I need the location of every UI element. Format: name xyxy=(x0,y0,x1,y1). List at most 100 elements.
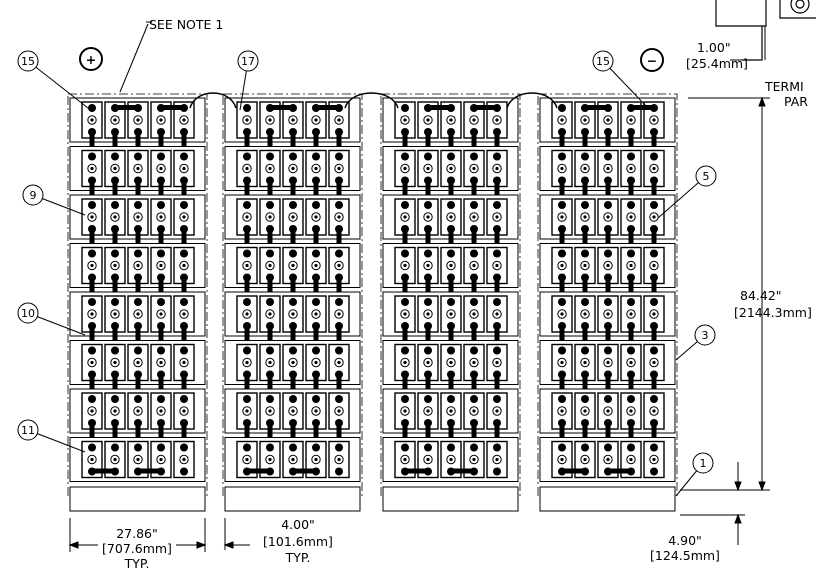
inter-tray-link xyxy=(267,180,273,205)
inter-tray-link xyxy=(135,277,141,302)
battery-cell xyxy=(282,392,304,430)
inter-tray-link xyxy=(425,229,431,254)
battery-tray xyxy=(224,291,361,351)
battery-tray xyxy=(539,437,676,482)
inter-tray-link xyxy=(559,277,565,302)
battery-cell xyxy=(282,149,304,188)
battery-tray xyxy=(539,388,676,448)
inter-tray-link xyxy=(158,374,164,399)
balloon-number: 11 xyxy=(21,424,35,437)
balloon-b9: 9 xyxy=(22,184,86,216)
terminal-label-line2: PAR xyxy=(784,94,808,109)
inter-tray-link xyxy=(158,132,164,157)
base-dim-in: 4.90" xyxy=(668,533,702,548)
battery-cell xyxy=(236,343,258,382)
battery-cell xyxy=(643,440,665,479)
inter-tray-link xyxy=(494,326,500,351)
battery-cell xyxy=(328,392,350,430)
inter-tray-link xyxy=(605,180,611,205)
inter-tray-link xyxy=(559,132,565,157)
terminal-label-line1: TERMI xyxy=(764,79,804,94)
inter-tray-link xyxy=(628,132,634,157)
battery-tray xyxy=(382,97,519,157)
balloon-b3: 3 xyxy=(675,324,716,361)
battery-cell xyxy=(81,343,103,382)
inter-tray-link xyxy=(582,277,588,302)
battery-cell xyxy=(597,198,619,236)
inter-tray-link xyxy=(112,277,118,302)
balloon-b15_left: 15 xyxy=(17,50,89,109)
battery-cell xyxy=(463,149,485,188)
inter-tray-link xyxy=(471,326,477,351)
battery-tray xyxy=(224,243,361,302)
inter-tray-link xyxy=(402,132,408,157)
inter-tray-link xyxy=(244,277,250,302)
inter-tray-link xyxy=(336,326,342,351)
battery-cell xyxy=(150,392,172,430)
battery-cell xyxy=(259,101,281,139)
battery-rack xyxy=(67,93,208,512)
inter-tray-link xyxy=(112,132,118,157)
terminal-detail-fragment xyxy=(715,0,816,61)
inter-tray-link xyxy=(402,229,408,254)
balloon-b11: 11 xyxy=(17,419,86,453)
inter-tray-link xyxy=(402,423,408,448)
inter-tray-link xyxy=(425,374,431,399)
negative-terminal-label: − xyxy=(647,53,657,68)
inter-tray-link xyxy=(582,374,588,399)
battery-tray xyxy=(224,97,361,157)
battery-cell xyxy=(463,343,485,382)
battery-cell xyxy=(81,392,103,430)
inter-tray-link xyxy=(158,180,164,205)
inter-tray-link xyxy=(181,132,187,157)
battery-cell xyxy=(236,295,258,333)
battery-cell xyxy=(551,198,573,236)
balloon-b10: 10 xyxy=(17,302,86,336)
inter-tray-link xyxy=(471,132,477,157)
inter-tray-link xyxy=(112,180,118,205)
inter-tray-link xyxy=(471,277,477,302)
battery-cell xyxy=(104,295,126,333)
inter-tray-link xyxy=(471,180,477,205)
battery-tray xyxy=(382,388,519,448)
battery-rack xyxy=(537,93,678,512)
battery-cell xyxy=(574,101,596,139)
inter-tray-link xyxy=(112,326,118,351)
battery-cell xyxy=(551,392,573,430)
inter-tray-link xyxy=(651,277,657,302)
balloon-number: 9 xyxy=(30,189,37,202)
battery-tray xyxy=(382,340,519,399)
inter-tray-link xyxy=(89,277,95,302)
battery-cell xyxy=(551,295,573,333)
battery-cell xyxy=(282,198,304,236)
battery-cell xyxy=(150,295,172,333)
inter-tray-link xyxy=(181,374,187,399)
inter-tray-link xyxy=(89,374,95,399)
inter-tray-link xyxy=(290,132,296,157)
balloon-number: 17 xyxy=(241,55,255,68)
rack-jumper-cable xyxy=(189,92,237,109)
battery-tray xyxy=(224,146,361,205)
inter-tray-link xyxy=(135,423,141,448)
inter-tray-link xyxy=(89,326,95,351)
inter-tray-link xyxy=(651,326,657,351)
battery-tray xyxy=(69,340,206,399)
inter-tray-link xyxy=(559,423,565,448)
battery-tray xyxy=(69,243,206,302)
inter-tray-link xyxy=(181,180,187,205)
inter-tray-link xyxy=(471,374,477,399)
inter-tray-link xyxy=(89,423,95,448)
battery-tray xyxy=(382,243,519,302)
balloon-number: 10 xyxy=(21,307,35,320)
width-dim-mm: [707.6mm] xyxy=(102,541,172,556)
inter-tray-link xyxy=(582,423,588,448)
balloon-number: 1 xyxy=(700,457,707,470)
inter-tray-link xyxy=(181,229,187,254)
battery-cell xyxy=(104,101,126,139)
battery-cell xyxy=(486,246,508,285)
inter-tray-link xyxy=(425,132,431,157)
top-dim-mm: [25.4mm] xyxy=(686,56,748,71)
balloon-b1: 1 xyxy=(675,452,714,497)
